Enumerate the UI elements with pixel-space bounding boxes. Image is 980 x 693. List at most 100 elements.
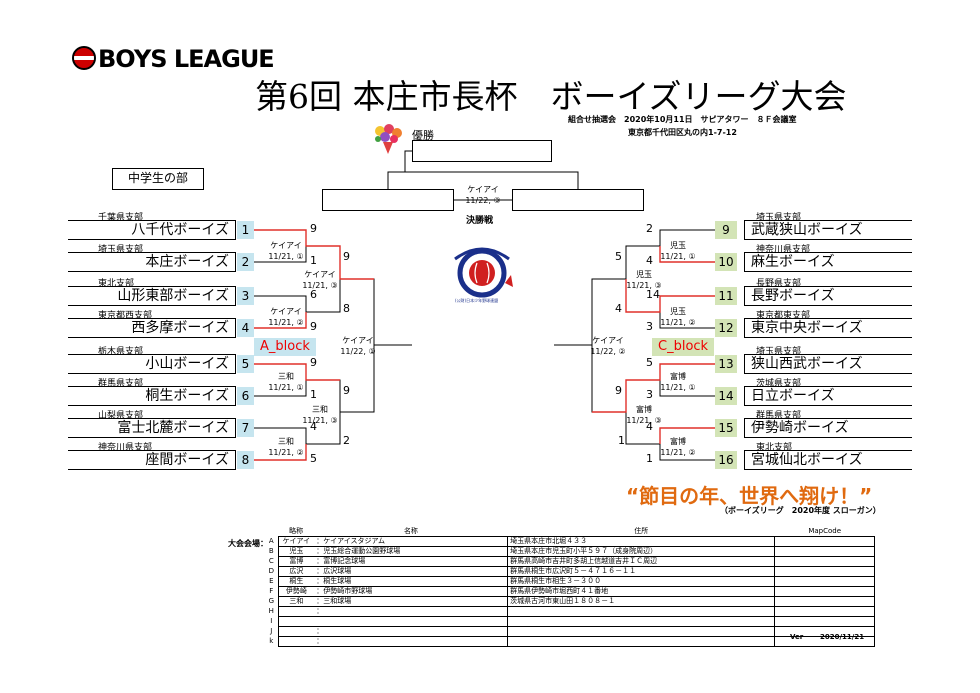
right-team-8: 宮城仙北ボーイズ bbox=[744, 450, 912, 470]
venue-abbr: ケイアイ bbox=[277, 536, 315, 547]
venue-abbr bbox=[277, 626, 315, 637]
right-team-2-pref: 神奈川県支部 bbox=[756, 245, 811, 255]
right-score-2: 4 bbox=[646, 254, 653, 267]
venue-row: J： bbox=[265, 626, 875, 637]
venue-row: k： bbox=[265, 636, 875, 647]
right-team-4-pref: 東京都東支部 bbox=[756, 311, 811, 321]
venue-abbr: 児玉 bbox=[277, 546, 315, 557]
right-r2-score-1: 5 bbox=[615, 250, 622, 263]
venue-key: G bbox=[268, 597, 275, 605]
venue-key: E bbox=[269, 577, 274, 585]
left-seed-3: 3 bbox=[237, 287, 254, 305]
left-team-7-pref: 山梨県支部 bbox=[98, 411, 144, 421]
left-seed-4: 4 bbox=[237, 319, 254, 337]
left-score-4: 9 bbox=[310, 320, 317, 333]
venue-name: ： bbox=[314, 626, 509, 637]
col-mapcode: MapCode bbox=[808, 527, 842, 535]
venue-key: D bbox=[268, 567, 274, 575]
venue-abbr: 富博 bbox=[277, 556, 315, 567]
right-semi-meta: ケイアイ 11/22, ② bbox=[590, 336, 626, 356]
venue-name: ：三和球場 bbox=[314, 596, 509, 607]
venue-addr bbox=[507, 626, 776, 637]
venue-key: k bbox=[269, 637, 274, 645]
venue-mapcode bbox=[774, 566, 875, 577]
venue-key: A bbox=[268, 537, 274, 545]
left-team-5: 小山ボーイズ bbox=[68, 354, 236, 374]
left-seed-7: 7 bbox=[237, 419, 254, 437]
right-team-8-pref: 東北支部 bbox=[756, 443, 793, 453]
right-seed-2: 10 bbox=[715, 253, 737, 271]
right-score-6: 3 bbox=[646, 388, 653, 401]
right-r2-meta-1: 児玉 11/21, ③ bbox=[626, 270, 662, 290]
venue-abbr bbox=[277, 606, 315, 617]
venue-mapcode bbox=[774, 606, 875, 617]
right-team-2: 麻生ボーイズ bbox=[744, 252, 912, 272]
boys-league-logo: BOYS LEAGUE bbox=[72, 45, 275, 73]
right-r1-meta-3: 富博 11/21, ① bbox=[660, 372, 696, 392]
left-score-8: 5 bbox=[310, 452, 317, 465]
left-seed-2: 2 bbox=[237, 253, 254, 271]
c-block-label: C_block bbox=[652, 338, 715, 356]
draw-info-2: 東京都千代田区丸の内1-7-12 bbox=[628, 128, 737, 137]
left-seed-5: 5 bbox=[237, 355, 254, 373]
venue-addr: 群馬県高崎市吉井町多胡上信越道吉井ＩＣ周辺 bbox=[507, 556, 776, 567]
venue-addr bbox=[507, 616, 776, 627]
left-score-3: 6 bbox=[310, 288, 317, 301]
venue-row: I bbox=[265, 616, 875, 627]
left-r1-meta-1: ケイアイ 11/21, ① bbox=[268, 241, 304, 261]
boys-league-emblem bbox=[447, 243, 517, 303]
venue-addr: 埼玉県本庄市児玉町小平５９７（成身院周辺） bbox=[507, 546, 776, 557]
venue-key: F bbox=[269, 587, 274, 595]
right-team-5: 狭山西武ボーイズ bbox=[744, 354, 912, 374]
left-team-7: 富士北麓ボーイズ bbox=[68, 418, 236, 438]
left-team-3: 山形東部ボーイズ bbox=[68, 286, 236, 306]
final-label: 決勝戦 bbox=[466, 216, 494, 226]
right-r2-score-4: 1 bbox=[618, 434, 625, 447]
left-score-1: 9 bbox=[310, 222, 317, 235]
venue-mapcode bbox=[774, 546, 875, 557]
right-team-7: 伊勢崎ボーイズ bbox=[744, 418, 912, 438]
venue-name: ：富博記念球場 bbox=[314, 556, 509, 567]
left-score-5: 9 bbox=[310, 356, 317, 369]
venue-key: H bbox=[268, 607, 274, 615]
venue-mapcode bbox=[774, 616, 875, 627]
left-team-1-pref: 千葉県支部 bbox=[98, 213, 144, 223]
venue-mapcode bbox=[774, 556, 875, 567]
right-team-3: 長野ボーイズ bbox=[744, 286, 912, 306]
venue-addr: 埼玉県本庄市北堀４３３ bbox=[507, 536, 776, 547]
left-team-2: 本庄ボーイズ bbox=[68, 252, 236, 272]
left-team-6-pref: 群馬県支部 bbox=[98, 379, 144, 389]
left-score-6: 1 bbox=[310, 388, 317, 401]
right-team-4: 東京中央ボーイズ bbox=[744, 318, 912, 338]
venue-mapcode bbox=[774, 636, 875, 647]
right-seed-4: 12 bbox=[715, 319, 737, 337]
venue-name: ：桐生球場 bbox=[314, 576, 509, 587]
champion-label: 優勝 bbox=[412, 129, 434, 142]
left-team-4: 西多摩ボーイズ bbox=[68, 318, 236, 338]
right-team-3-pref: 長野県支部 bbox=[756, 279, 802, 289]
col-abbr: 略称 bbox=[289, 527, 304, 535]
right-seed-6: 14 bbox=[715, 387, 737, 405]
left-r2-meta-2: 三和 11/21, ③ bbox=[302, 405, 338, 425]
right-team-7-pref: 群馬県支部 bbox=[756, 411, 802, 421]
venue-name bbox=[314, 616, 509, 627]
left-r2-score-3: 9 bbox=[343, 384, 350, 397]
venue-abbr: 三和 bbox=[277, 596, 315, 607]
slogan-sub: （ボーイズリーグ 2020年度 スローガン） bbox=[720, 506, 881, 515]
left-r1-meta-4: 三和 11/21, ② bbox=[268, 437, 304, 457]
venue-addr: 群馬県桐生市広沢町５－４７１６－１１ bbox=[507, 566, 776, 577]
emblem-top-text: BOYS LEAGUE bbox=[456, 240, 495, 246]
right-r2-meta-2: 富博 11/21, ③ bbox=[626, 405, 662, 425]
final-right-box bbox=[512, 189, 644, 211]
left-r2-score-1: 9 bbox=[343, 250, 350, 263]
right-score-1: 2 bbox=[646, 222, 653, 235]
a-block-label: A_block bbox=[254, 338, 316, 356]
venue-key: J bbox=[270, 627, 273, 635]
final-left-box bbox=[322, 189, 454, 211]
right-seed-7: 15 bbox=[715, 419, 737, 437]
